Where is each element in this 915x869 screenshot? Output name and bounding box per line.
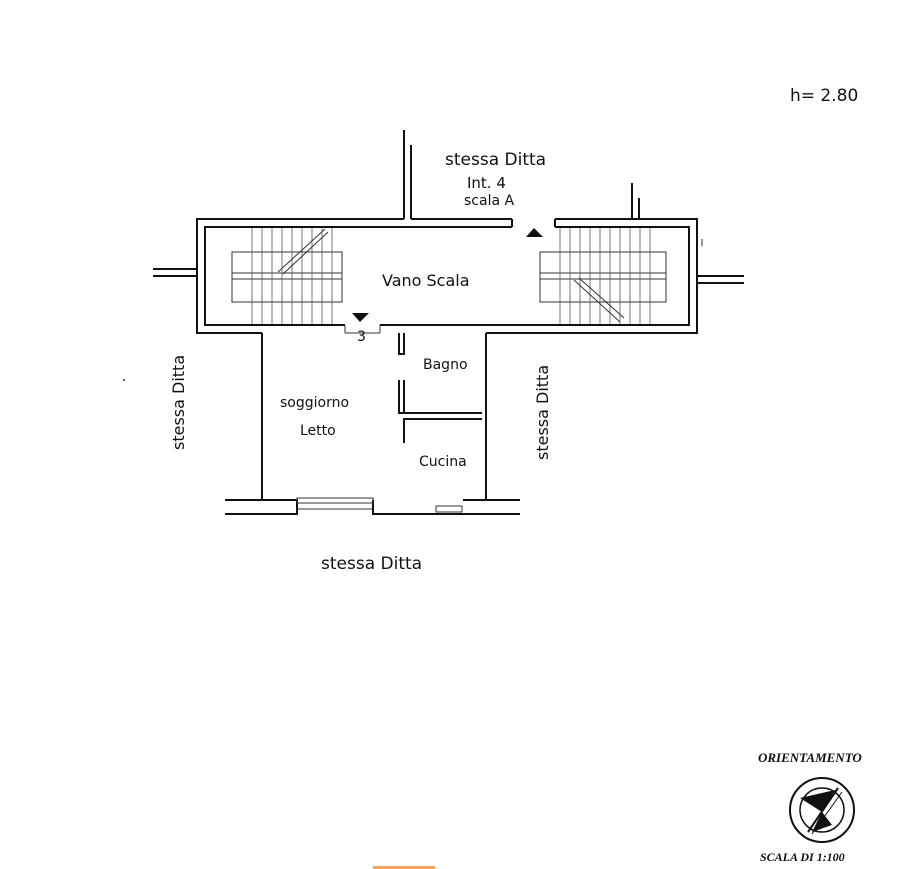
right-staircase bbox=[539, 228, 667, 324]
kitchen-label: Cucina bbox=[419, 454, 467, 470]
top-owner-label: stessa Ditta bbox=[445, 150, 546, 170]
orientation-title: ORIENTAMENTO bbox=[758, 750, 862, 765]
accent-bar bbox=[373, 866, 435, 869]
top-scala-label: scala A bbox=[464, 193, 514, 209]
scale-label: SCALA DI 1:100 bbox=[760, 850, 845, 864]
living-label-line2: Letto bbox=[300, 423, 336, 439]
side-stub-walls bbox=[153, 268, 744, 284]
bathroom-label: Bagno bbox=[423, 357, 468, 373]
north-compass-icon bbox=[789, 777, 855, 843]
down-arrow-icon bbox=[352, 313, 369, 322]
floor-marker: 3 bbox=[357, 329, 366, 345]
left-staircase bbox=[231, 228, 343, 324]
right-owner-label: stessa Ditta bbox=[533, 365, 552, 460]
top-boundary-walls bbox=[403, 130, 640, 219]
left-owner-label: stessa Ditta bbox=[169, 355, 188, 450]
up-arrow-icon bbox=[526, 228, 543, 237]
living-label-line1: soggiorno bbox=[280, 395, 349, 411]
height-note: h= 2.80 bbox=[790, 86, 858, 106]
stair-hall-label: Vano Scala bbox=[382, 271, 470, 290]
apartment-walls bbox=[225, 333, 520, 515]
scan-speck bbox=[123, 379, 125, 381]
top-int-label: Int. 4 bbox=[467, 174, 506, 192]
bottom-owner-label: stessa Ditta bbox=[321, 554, 422, 574]
